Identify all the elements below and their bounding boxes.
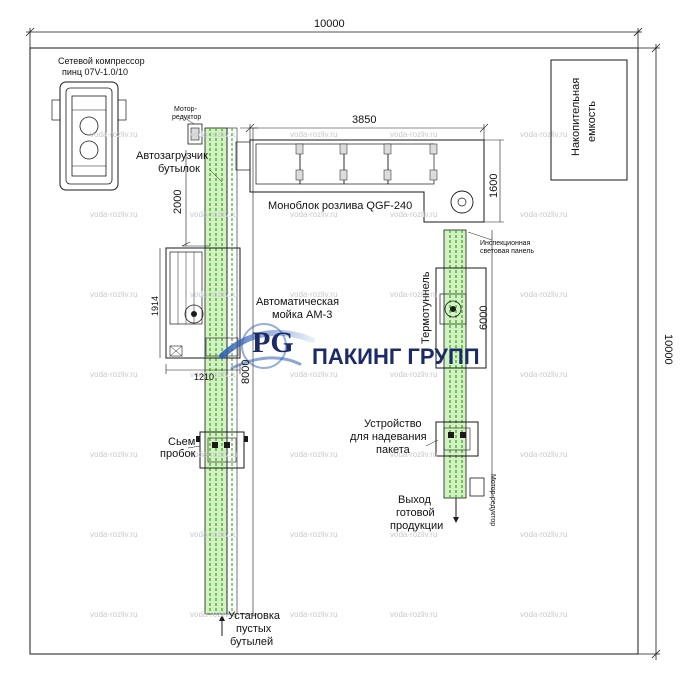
- watermark-text: voda-rozliv.ru: [190, 210, 238, 219]
- watermark-text: voda-rozliv.ru: [290, 450, 338, 459]
- watermark-text: voda-rozliv.ru: [520, 370, 568, 379]
- watermark-text: voda-rozliv.ru: [90, 290, 138, 299]
- watermark-text: voda-rozliv.ru: [190, 530, 238, 539]
- compressor-unit: [51, 81, 127, 191]
- watermark-text: voda-rozliv.ru: [90, 610, 138, 619]
- room-outline: [29, 47, 639, 655]
- dimension-output-conveyor: 6000: [478, 305, 490, 330]
- label-storage-line2: емкость: [586, 100, 598, 142]
- output-conveyor: [443, 229, 467, 499]
- label-loader-line1: Автозагрузчик: [136, 150, 208, 162]
- watermark-text: voda-rozliv.ru: [520, 450, 568, 459]
- watermark-text: voda-rozliv.ru: [190, 370, 238, 379]
- watermark-text: voda-rozliv.ru: [520, 290, 568, 299]
- watermark-text: voda-rozliv.ru: [90, 370, 138, 379]
- shrink-tunnel: [435, 267, 487, 369]
- monoblock-filler: [235, 139, 485, 223]
- label-monoblock: Моноблок розлива QGF-240: [268, 200, 413, 212]
- watermark-text: voda-rozliv.ru: [520, 610, 568, 619]
- label-empty-line2: пустых: [236, 623, 272, 635]
- label-packer-line2: для надевания: [350, 431, 427, 443]
- label-output-line3: продукции: [390, 520, 444, 532]
- watermark-text: voda-rozliv.ru: [290, 610, 338, 619]
- label-empty-line3: бутылей: [230, 636, 274, 648]
- watermark-text: voda-rozliv.ru: [290, 530, 338, 539]
- watermark-text: voda-rozliv.ru: [390, 450, 438, 459]
- watermark-text: voda-rozliv.ru: [190, 610, 238, 619]
- dimension-washer-width: 1210: [194, 372, 215, 382]
- packing-device: [435, 421, 479, 457]
- watermark-text: voda-rozliv.ru: [90, 210, 138, 219]
- label-output-line2: готовой: [396, 507, 435, 519]
- label-compressor: Сетевой компрессор: [58, 56, 145, 66]
- label-motor-reducer-line1: Мотор-: [174, 106, 197, 113]
- label-output-line1: Выход: [398, 494, 431, 506]
- label-shrink-tunnel: Термотуннель: [420, 271, 432, 345]
- dimension-washer-height: 1914: [150, 295, 160, 316]
- watermark-text: voda-rozliv.ru: [520, 210, 568, 219]
- label-storage-line1: Накопительная: [570, 77, 582, 156]
- label-light-panel-line2: световая панель: [480, 248, 535, 255]
- watermark-text: voda-rozliv.ru: [520, 130, 568, 139]
- dimension-top-total: 10000: [314, 18, 345, 30]
- watermark-text: voda-rozliv.ru: [90, 450, 138, 459]
- watermark-text: voda-rozliv.ru: [290, 370, 338, 379]
- watermark-text: voda-rozliv.ru: [390, 370, 438, 379]
- watermark-text: voda-rozliv.ru: [190, 450, 238, 459]
- watermark-text: voda-rozliv.ru: [290, 290, 338, 299]
- cap-remover: [196, 431, 248, 469]
- watermark-text: voda-rozliv.ru: [190, 130, 238, 139]
- label-packer-line1: Устройство: [364, 418, 422, 430]
- label-motor-reducer-line2: редуктор: [172, 114, 202, 121]
- company-logo-mark: [219, 323, 315, 370]
- label-motor-reducer-bottom: Мотор-редуктор: [489, 474, 496, 527]
- logo-text: ПАКИНГ ГРУПП: [312, 344, 480, 369]
- watermark-text: voda-rozliv.ru: [390, 530, 438, 539]
- watermark-text: voda-rozliv.ru: [390, 610, 438, 619]
- watermark-text: voda-rozliv.ru: [290, 130, 338, 139]
- label-packer-line3: пакета: [376, 444, 410, 456]
- watermark-text: voda-rozliv.ru: [90, 530, 138, 539]
- label-cap-remover-line2: пробок: [160, 448, 196, 460]
- logo-letters: PG: [252, 326, 294, 359]
- washer-machine: [165, 247, 241, 359]
- label-loader-line2: бутылок: [158, 163, 200, 175]
- watermark-text: voda-rozliv.ru: [390, 130, 438, 139]
- watermark-text: voda-rozliv.ru: [390, 290, 438, 299]
- watermark-text: voda-rozliv.ru: [390, 210, 438, 219]
- watermark-text: voda-rozliv.ru: [520, 530, 568, 539]
- label-washer-line2: мойка АМ-3: [272, 309, 333, 321]
- dimension-loader-height: 2000: [172, 189, 184, 214]
- label-cap-remover-line1: Сьем: [168, 436, 196, 448]
- dimension-monoblock-length: 3850: [352, 114, 377, 126]
- watermark-text: voda-rozliv.ru: [90, 130, 138, 139]
- motor-reducer-top: [187, 123, 203, 145]
- label-washer-line1: Автоматическая: [256, 296, 340, 308]
- dimension-monoblock-width: 1600: [488, 173, 500, 198]
- storage-tank: [550, 59, 628, 181]
- dimension-right-total: 10000: [662, 334, 674, 365]
- label-compressor-model: пинц 07V-1.0/10: [62, 67, 129, 77]
- watermark-text: voda-rozliv.ru: [190, 290, 238, 299]
- main-conveyor: [204, 127, 238, 615]
- dimension-main-conveyor: 8000: [240, 359, 252, 384]
- label-empty-line1: Установка: [228, 610, 280, 622]
- label-light-panel-line1: Инспекционная: [480, 240, 531, 247]
- motor-reducer-bottom: [469, 477, 485, 497]
- watermark-text: voda-rozliv.ru: [290, 210, 338, 219]
